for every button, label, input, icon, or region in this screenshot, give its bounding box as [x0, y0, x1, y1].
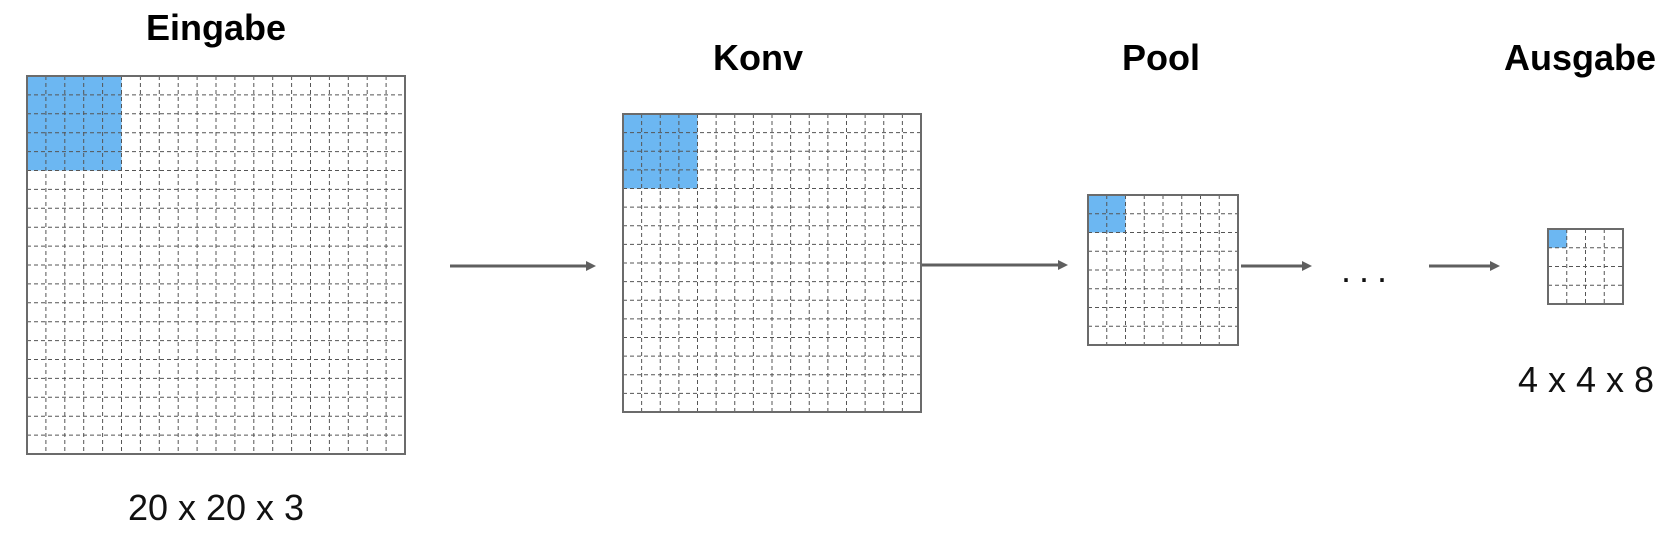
grid-border — [1087, 194, 1239, 346]
grid-border — [1547, 228, 1624, 305]
stage-title-pool: Pool — [1122, 37, 1200, 78]
receptive-field-highlight — [1548, 229, 1567, 248]
pool-grid — [1087, 194, 1239, 346]
grid-border — [26, 75, 406, 455]
input-dimension-label: 20 x 20 x 3 — [128, 487, 304, 528]
conv-grid — [622, 113, 922, 413]
stage-title-conv: Konv — [713, 37, 803, 78]
input-grid — [26, 75, 406, 455]
stage-title-input: Eingabe — [146, 7, 286, 48]
output-dimension-label: 4 x 4 x 8 — [1518, 359, 1654, 400]
output-grid — [1547, 228, 1624, 305]
receptive-field-highlight — [27, 76, 122, 171]
ellipsis-text: ... — [1341, 249, 1395, 290]
stage-title-output: Ausgabe — [1504, 37, 1656, 78]
grid-border — [622, 113, 922, 413]
